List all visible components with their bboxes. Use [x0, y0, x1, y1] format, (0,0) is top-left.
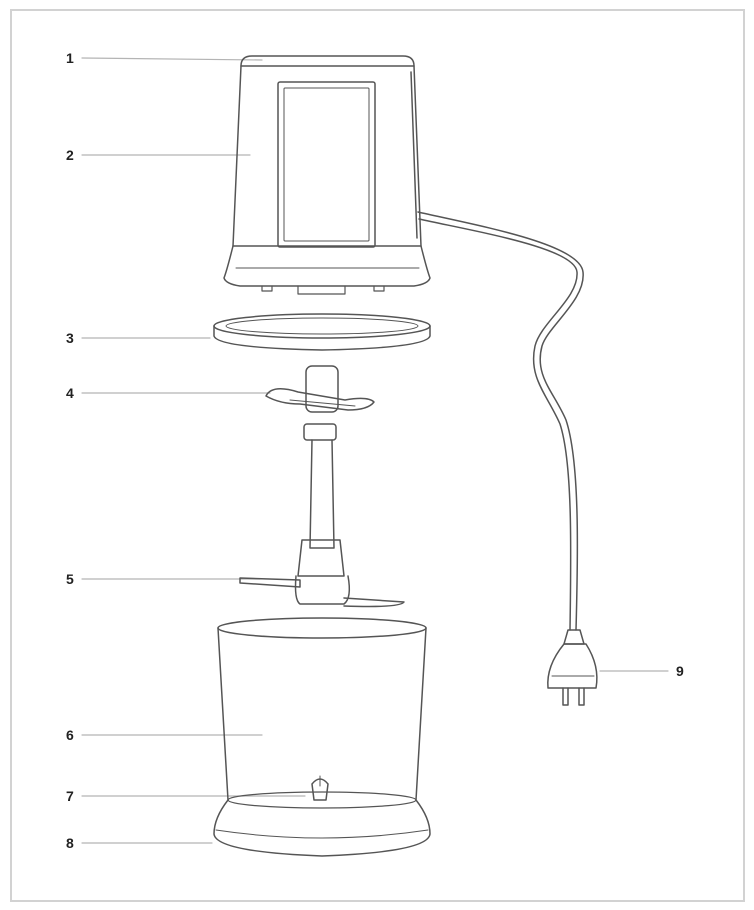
callout-label-4: 4: [66, 385, 74, 401]
motor-body: [232, 65, 422, 247]
callout-label-5: 5: [66, 571, 74, 587]
blade-collar: [303, 423, 337, 441]
motor-feet: [261, 285, 385, 295]
center-pin: [311, 778, 329, 801]
bowl-base: [213, 799, 431, 857]
plug-prong-right: [578, 687, 585, 706]
bowl-wall: [217, 627, 427, 801]
blade-coupler: [305, 365, 339, 413]
seal-ring-rim: [213, 325, 431, 351]
cord-line-outer: [417, 211, 584, 631]
leader-line-1: [81, 57, 263, 61]
power-cord: [417, 211, 584, 631]
callout-label-8: 8: [66, 835, 74, 851]
motor-display-inner: [283, 87, 370, 242]
leader-lines: [81, 57, 669, 844]
bowl-rim: [217, 617, 427, 639]
upper-blade: [265, 388, 375, 411]
motor-base-flare: [223, 245, 431, 287]
plug-neck: [563, 629, 585, 645]
lower-blade: [239, 577, 405, 608]
plug-body: [547, 643, 598, 689]
callout-label-6: 6: [66, 727, 74, 743]
chopper-bowl: [213, 617, 431, 857]
motor-top-cap: [240, 55, 415, 67]
seal-ring-inner: [225, 317, 419, 335]
blade-assembly: [239, 365, 405, 608]
plug-prong-left: [562, 687, 569, 706]
bowl-base-edge: [215, 829, 429, 839]
diagram-frame: [10, 9, 745, 902]
callout-label-1: 1: [66, 50, 74, 66]
callout-label-9: 9: [676, 663, 684, 679]
upper-blade-edge: [289, 399, 356, 407]
seal-ring: [213, 313, 431, 351]
callout-label-3: 3: [66, 330, 74, 346]
power-plug: [547, 629, 598, 706]
callout-label-7: 7: [66, 788, 74, 804]
blade-hub: [297, 539, 345, 577]
cord-line-inner: [418, 218, 578, 631]
motor-display-panel: [277, 81, 376, 248]
callout-label-2: 2: [66, 147, 74, 163]
blade-shaft: [309, 439, 335, 549]
blade-hub-base: [294, 575, 351, 605]
motor-unit: [223, 55, 431, 295]
motor-body-side-line: [410, 71, 418, 239]
